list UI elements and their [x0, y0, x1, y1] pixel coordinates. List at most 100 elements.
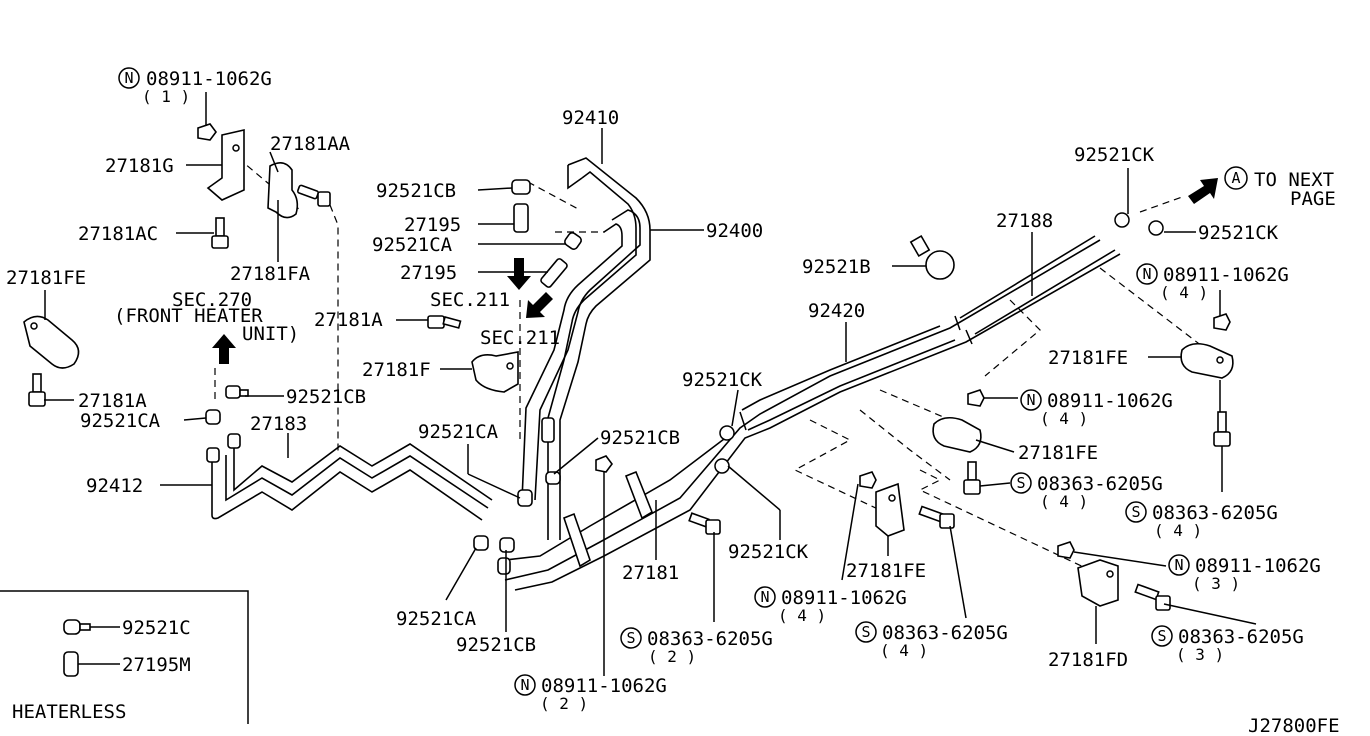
nut-top-left — [197, 123, 217, 141]
clip-92521CA-left — [205, 409, 221, 425]
brackets-27181 — [563, 470, 653, 568]
part-number: 08363-6205G — [1152, 502, 1278, 524]
part-number: 27181FE — [846, 560, 926, 582]
part-number: 27181FE — [1048, 347, 1128, 369]
quantity: ( 2 ) — [648, 647, 696, 666]
part-number: 27181 — [622, 562, 679, 584]
arrow-sec211-a — [507, 258, 531, 290]
quantity: ( 4 ) — [1160, 283, 1208, 302]
quantity: ( 4 ) — [1040, 492, 1088, 511]
pipe-92420-27188 — [504, 235, 1121, 591]
clips-mid — [473, 471, 561, 575]
arrow-sec211-b — [526, 292, 553, 318]
pipe-92410 — [547, 157, 651, 540]
clamp-27181FE-mid — [932, 416, 982, 453]
bolt-27181A-mid — [427, 315, 462, 329]
bolt-center — [918, 505, 955, 529]
bolt-s-mid — [688, 512, 721, 535]
part-number: 27181FE — [1018, 442, 1098, 464]
bolt-right — [1213, 411, 1231, 447]
part-number: 08911-1062G — [541, 675, 667, 697]
clip-92521CA-top — [564, 232, 582, 250]
part-number: 27195 — [400, 262, 457, 284]
part-number: 92521CA — [372, 234, 453, 256]
s-symbol: S — [861, 623, 870, 641]
quantity: ( 4 ) — [1040, 409, 1088, 428]
a-circle-symbol: A — [1224, 166, 1248, 190]
pipe-92400 — [521, 209, 641, 501]
part-number: 27181FD — [1048, 649, 1128, 671]
nut-center — [859, 471, 877, 489]
page-reference: TO NEXT — [1254, 169, 1334, 191]
part-number: 92521CA — [418, 421, 499, 443]
n-symbol: N — [124, 69, 133, 87]
n-symbol: N — [760, 588, 769, 606]
part-number: 08911-1062G — [1163, 264, 1289, 286]
clips-92521CK — [714, 212, 1164, 474]
legend-item: 92521C — [122, 617, 191, 639]
part-number: 27181F — [362, 359, 431, 381]
section-reference: SEC.211 — [430, 289, 510, 311]
part-number: 27195 — [404, 214, 461, 236]
quantity: ( 3 ) — [1176, 645, 1224, 664]
part-number: 92400 — [706, 220, 763, 242]
n-circle-symbols: N N N N N N — [118, 67, 1190, 696]
bolt-27181AA — [296, 184, 331, 207]
quantity: ( 4 ) — [880, 641, 928, 660]
bolt-mid-right — [963, 461, 981, 495]
s-symbol: S — [1016, 474, 1025, 492]
part-number: 92521CB — [456, 634, 536, 656]
quantity: ( 3 ) — [1192, 574, 1240, 593]
arrow-to-next-page — [1188, 178, 1218, 204]
nut-bottom-mid — [595, 455, 613, 473]
part-number: 27181FE — [6, 267, 86, 289]
clamp-27181FA — [267, 162, 299, 219]
part-number: 08911-1062G — [1047, 390, 1173, 412]
bolt-right-3 — [1134, 583, 1171, 611]
part-number: 08911-1062G — [1195, 555, 1321, 577]
part-number: 92521CK — [1198, 222, 1279, 244]
part-number: 27181AA — [270, 133, 351, 155]
part-number: 08911-1062G — [781, 587, 907, 609]
n-symbol: N — [520, 676, 529, 694]
pipe-92412-27183 — [206, 433, 493, 521]
part-number: 92521CB — [286, 386, 366, 408]
fitting-27195-b — [540, 258, 568, 288]
section-reference: SEC.211 — [480, 327, 560, 349]
part-number: 92410 — [562, 107, 619, 129]
part-number: 92521CB — [600, 427, 680, 449]
part-number: 92412 — [86, 475, 143, 497]
a-symbol: A — [1231, 169, 1240, 187]
part-number: 27181G — [105, 155, 174, 177]
n-symbol: N — [1142, 265, 1151, 283]
part-number: 92521CK — [682, 369, 763, 391]
clamp-92521B — [909, 234, 955, 280]
part-number: 92521B — [802, 256, 871, 278]
diagram-code: J27800FE — [1248, 715, 1340, 736]
part-number: 27181A — [314, 309, 383, 331]
clamp-27181FD — [1077, 559, 1119, 607]
s-circle-symbols: S S S S S — [620, 472, 1173, 649]
part-number: 92420 — [808, 300, 865, 322]
leader-lines — [44, 92, 1257, 676]
s-symbol: S — [1157, 627, 1166, 645]
section-note: UNIT) — [242, 323, 299, 345]
n-symbol: N — [1174, 556, 1183, 574]
part-number: 27188 — [996, 210, 1053, 232]
clamp-27181FE-right — [1180, 342, 1234, 379]
part-number: 27181FA — [230, 263, 311, 285]
part-number: 27183 — [250, 413, 307, 435]
quantity: ( 1 ) — [142, 87, 190, 106]
quantity: ( 4 ) — [778, 606, 826, 625]
quantity: ( 2 ) — [540, 694, 588, 713]
arrow-sec270 — [212, 334, 236, 364]
legend-caption: HEATERLESS — [12, 701, 126, 723]
clamp-27181FE-center — [875, 482, 905, 537]
part-number: 08363-6205G — [647, 628, 773, 650]
bracket-27181G — [206, 128, 245, 201]
part-number: 92521CA — [80, 410, 161, 432]
heaterless-legend: 92521C 27195M HEATERLESS — [0, 590, 249, 724]
fitting-27195-top — [513, 203, 529, 233]
part-number: 92521CA — [396, 608, 477, 630]
